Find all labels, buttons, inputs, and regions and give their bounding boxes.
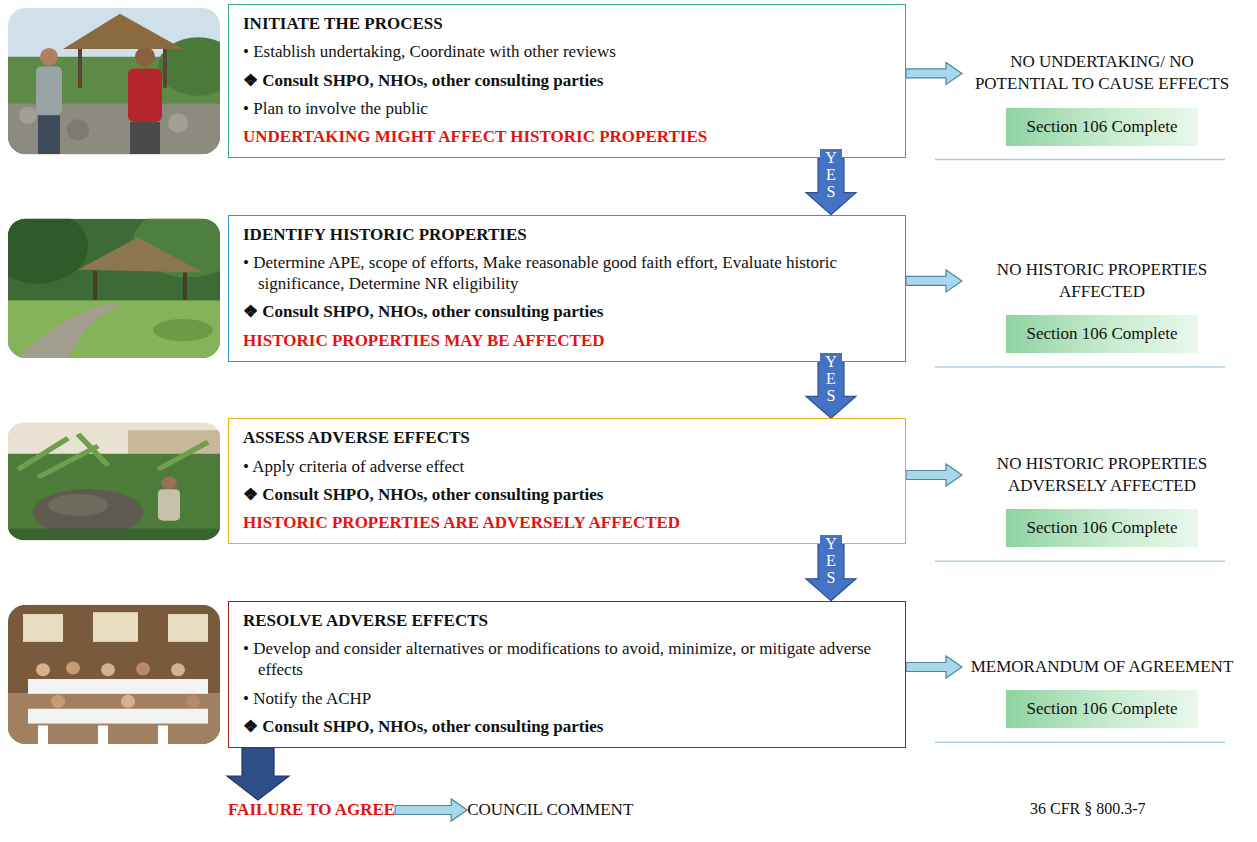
bullet-item: ❖ Consult SHPO, NHOs, other consulting p… xyxy=(243,301,891,322)
step-heading: INITIATE THE PROCESS xyxy=(243,13,891,34)
outcome-box: NO HISTORIC PROPERTIES ADVERSELY AFFECTE… xyxy=(962,453,1242,547)
connector-arrow xyxy=(227,748,289,800)
process-box: RESOLVE ADVERSE EFFECTS • Develop and con… xyxy=(228,601,906,748)
terminal-text: COUNCIL COMMENT xyxy=(467,800,633,820)
bullet-item: • Notify the ACHP xyxy=(243,688,891,709)
connector-arrow xyxy=(906,62,962,84)
connector-arrow xyxy=(906,270,962,292)
arrow-shape xyxy=(395,799,467,821)
step-question: UNDERTAKING MIGHT AFFECT HISTORIC PROPER… xyxy=(243,126,891,147)
site-photo xyxy=(0,207,243,358)
connector-arrow xyxy=(906,656,962,678)
step-heading: ASSESS ADVERSE EFFECTS xyxy=(243,427,891,448)
outcome-heading: MEMORANDUM OF AGREEMENT xyxy=(962,656,1242,678)
terminal-text: FAILURE TO AGREE xyxy=(228,800,395,820)
photo-scene xyxy=(8,422,220,540)
complete-badge: Section 106 Complete xyxy=(1006,690,1197,728)
edge-label: YES xyxy=(820,353,842,405)
connector-arrow xyxy=(906,464,962,486)
bullet-item: ❖ Consult SHPO, NHOs, other consulting p… xyxy=(243,716,891,737)
site-photo xyxy=(8,422,220,540)
outcome-heading: NO HISTORIC PROPERTIES ADVERSELY AFFECTE… xyxy=(962,453,1242,497)
photo-scene xyxy=(8,219,220,358)
site-photo xyxy=(8,605,220,744)
complete-badge: Section 106 Complete xyxy=(1006,108,1197,146)
body-text: FAILURE TO AGREE xyxy=(228,800,395,820)
step-question: HISTORIC PROPERTIES MAY BE AFFECTED xyxy=(243,330,891,351)
outcome-box: NO UNDERTAKING/ NO POTENTIAL TO CAUSE EF… xyxy=(962,51,1242,145)
outcome-box: NO HISTORIC PROPERTIES AFFECTED Section 1… xyxy=(962,259,1242,353)
outcome-box: MEMORANDUM OF AGREEMENT Section 106 Compl… xyxy=(962,656,1242,728)
edge-label: YES xyxy=(820,535,842,587)
bullet-item: • Develop and consider alternatives or m… xyxy=(243,638,891,681)
bullet-item: • Plan to involve the public xyxy=(243,98,891,119)
arrow-shape xyxy=(906,270,962,292)
bullet-item: • Determine APE, scope of efforts, Make … xyxy=(243,252,891,295)
process-box: INITIATE THE PROCESS • Establish undertak… xyxy=(228,4,906,158)
arrow-shape xyxy=(227,748,289,800)
process-box: IDENTIFY HISTORIC PROPERTIES • Determine … xyxy=(228,215,906,362)
complete-badge: Section 106 Complete xyxy=(1006,315,1197,353)
arrow-shape xyxy=(906,62,962,84)
photo-scene xyxy=(8,8,220,154)
process-box: ASSESS ADVERSE EFFECTS • Apply criteria o… xyxy=(228,418,906,544)
bullet-item: • Apply criteria of adverse effect xyxy=(243,456,891,477)
bullet-item: ❖ Consult SHPO, NHOs, other consulting p… xyxy=(243,70,891,91)
site-photo xyxy=(8,8,238,154)
divider-line xyxy=(935,366,1225,368)
arrow-shape xyxy=(906,464,962,486)
step-heading: RESOLVE ADVERSE EFFECTS xyxy=(243,610,891,631)
divider-line xyxy=(935,159,1225,161)
step-heading: IDENTIFY HISTORIC PROPERTIES xyxy=(243,224,891,245)
complete-badge: Section 106 Complete xyxy=(1006,509,1197,547)
photo-scene xyxy=(8,605,220,744)
bullet-item: • Establish undertaking, Coordinate with… xyxy=(243,41,891,62)
body-text: COUNCIL COMMENT xyxy=(467,800,633,820)
arrow-shape xyxy=(906,656,962,678)
outcome-heading: NO UNDERTAKING/ NO POTENTIAL TO CAUSE EF… xyxy=(962,51,1242,95)
edge-label: YES xyxy=(820,149,842,201)
step-question: HISTORIC PROPERTIES ARE ADVERSELY AFFECT… xyxy=(243,512,891,533)
citation-note: 36 CFR § 800.3-7 xyxy=(1030,800,1146,818)
outcome-heading: NO HISTORIC PROPERTIES AFFECTED xyxy=(962,259,1242,303)
divider-line xyxy=(935,741,1225,743)
bullet-item: ❖ Consult SHPO, NHOs, other consulting p… xyxy=(243,484,891,505)
connector-arrow xyxy=(395,799,467,821)
divider-line xyxy=(935,560,1225,562)
